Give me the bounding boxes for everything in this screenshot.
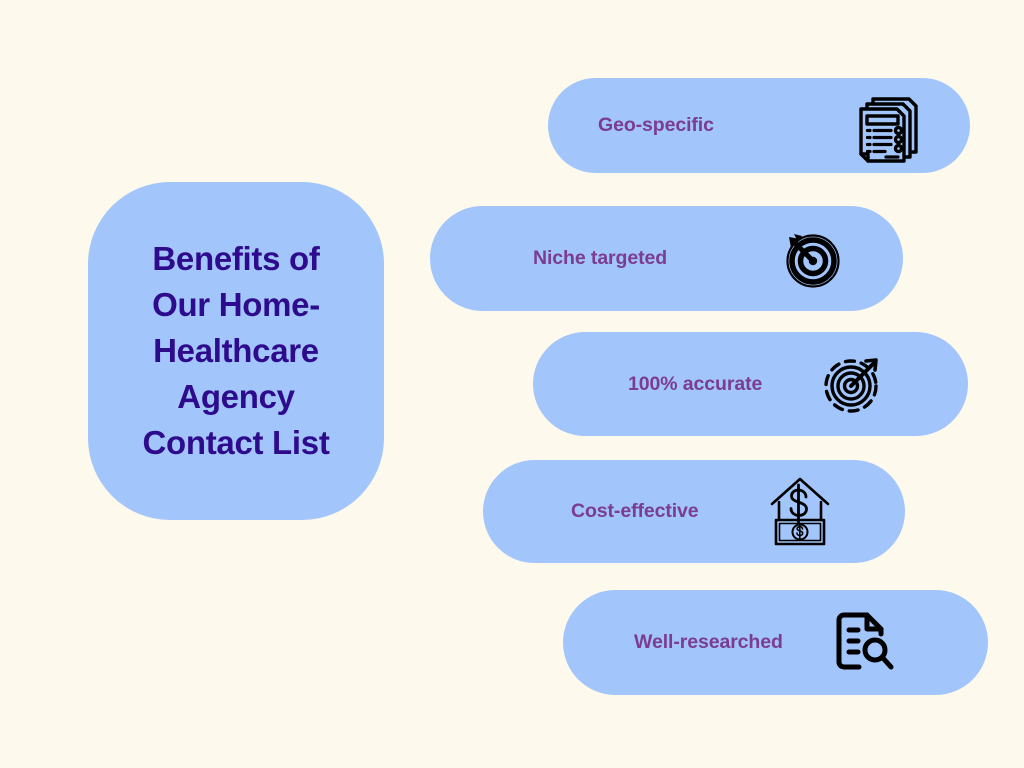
document-magnifier-icon (833, 610, 895, 676)
benefit-label: Cost-effective (571, 500, 699, 522)
benefit-pill-niche-targeted[interactable]: Niche targeted (430, 206, 903, 311)
benefit-label: Geo-specific (598, 114, 714, 136)
benefit-pill-geo-specific[interactable]: Geo-specific (548, 78, 970, 173)
benefit-label: Well-researched (634, 631, 783, 653)
benefit-pill-cost-effective[interactable]: Cost-effective (483, 460, 905, 563)
benefit-pill-100-percent-accurate[interactable]: 100% accurate (533, 332, 968, 436)
stacked-documents-list-icon (853, 89, 923, 163)
bullseye-arrow-icon (821, 352, 885, 416)
benefit-pill-well-researched[interactable]: Well-researched (563, 590, 988, 695)
page-title: Benefits of Our Home- Healthcare Agency … (142, 240, 330, 461)
target-dart-filled-icon (780, 228, 844, 290)
hero-title-card: Benefits of Our Home- Healthcare Agency … (88, 182, 384, 520)
benefit-label: Niche targeted (533, 247, 668, 269)
house-dollar-banknote-icon (768, 474, 832, 550)
benefit-label: 100% accurate (628, 372, 763, 395)
